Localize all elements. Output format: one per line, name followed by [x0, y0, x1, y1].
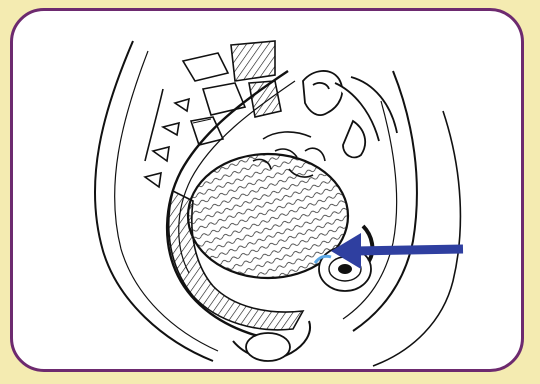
anal-region — [246, 333, 290, 361]
abdomen-outline — [373, 111, 460, 366]
pelvis-diagram — [13, 11, 524, 372]
figure-frame — [10, 8, 524, 372]
fetal-hand — [303, 71, 397, 157]
